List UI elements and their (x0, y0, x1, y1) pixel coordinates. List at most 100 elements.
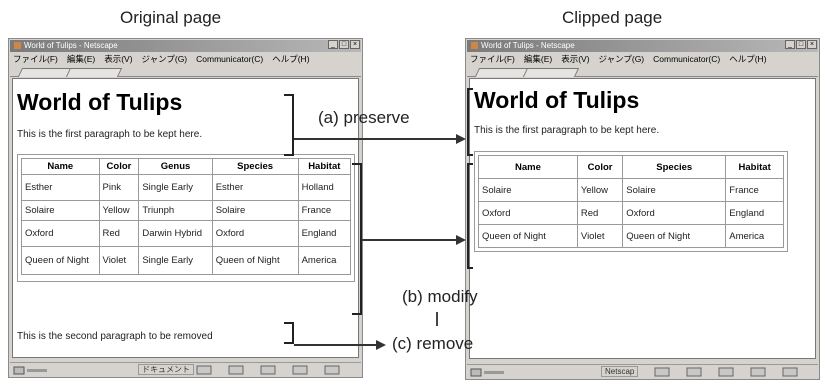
maximize-icon[interactable]: □ (339, 40, 349, 49)
clipped-window-controls: _ □ × (785, 40, 817, 49)
table-row: Queen of Night Violet Queen of Night Ame… (478, 224, 784, 248)
netscape-icon (14, 42, 21, 49)
remove-bracket (284, 322, 294, 344)
table-cell: Solaire (21, 200, 100, 221)
table-cell: Solaire (478, 178, 578, 202)
minimize-icon[interactable]: _ (785, 40, 795, 49)
table-cell: Solaire (622, 178, 727, 202)
table-row: Solaire Yellow Triunph Solaire France (21, 200, 352, 221)
menu-edit[interactable]: 編集(E) (523, 54, 553, 64)
table-row: Esther Pink Single Early Esther Holland (21, 174, 352, 201)
table-cell: Oxford (622, 201, 727, 225)
table-cell: England (297, 220, 352, 247)
clipped-browser-window: World of Tulips - Netscape _ □ × ファイル(F)… (465, 38, 820, 380)
table-row: Queen of Night Violet Single Early Queen… (21, 246, 352, 275)
menu-edit[interactable]: 編集(E) (66, 54, 96, 64)
table-cell: Queen of Night (622, 224, 727, 248)
table-cell: Holland (297, 174, 352, 201)
preserve-arrow-head (456, 134, 466, 144)
table-cell: Pink (98, 174, 140, 201)
table-cell: Yellow (576, 178, 624, 202)
netscape-icon (471, 42, 478, 49)
table-cell: Red (98, 220, 140, 247)
modify-arrow (362, 239, 456, 241)
table-cell: Esther (211, 174, 299, 201)
table-cell: Violet (98, 246, 140, 275)
menu-communicator[interactable]: Communicator(C) (196, 54, 264, 64)
table-cell: Single Early (138, 246, 213, 275)
table-cell: America (725, 224, 784, 248)
original-page-caption: Original page (120, 8, 222, 27)
table-cell: Yellow (98, 200, 140, 221)
table-row: Oxford Red Oxford England (478, 201, 784, 225)
menu-file[interactable]: ファイル(F) (470, 54, 515, 64)
table-cell: Oxford (21, 220, 100, 247)
component-bar-icons[interactable] (653, 367, 808, 377)
menu-help[interactable]: ヘルプ(H) (729, 54, 767, 64)
preserved-target-bracket (467, 88, 473, 156)
original-page-heading: World of Tulips (17, 89, 183, 115)
menu-communicator[interactable]: Communicator(C) (653, 54, 721, 64)
label-connector (436, 312, 438, 326)
col-header-species: Species (622, 155, 727, 179)
menu-help[interactable]: ヘルプ(H) (272, 54, 310, 64)
table-row: Solaire Yellow Solaire France (478, 178, 784, 202)
table-cell: Queen of Night (211, 246, 299, 275)
table-cell: Darwin Hybrid (138, 220, 213, 247)
table-cell: Queen of Night (21, 246, 100, 275)
security-key-icon[interactable] (470, 367, 506, 377)
security-key-icon[interactable] (13, 365, 49, 375)
remove-arrow-head (376, 340, 386, 350)
modify-bracket (352, 163, 362, 315)
clipped-tulip-table: Name Color Species Habitat Solaire Yello… (478, 155, 784, 248)
table-cell: Oxford (211, 220, 299, 247)
close-icon[interactable]: × (350, 40, 360, 49)
component-bar-icons[interactable] (195, 365, 350, 375)
clipped-first-paragraph: This is the first paragraph to be kept h… (474, 125, 660, 136)
original-title-bar: World of Tulips - Netscape (10, 40, 361, 52)
original-page-content: World of Tulips This is the first paragr… (12, 78, 359, 358)
modified-target-bracket (467, 163, 473, 269)
minimize-icon[interactable]: _ (328, 40, 338, 49)
toolbar-tab[interactable] (522, 68, 580, 77)
table-cell: Red (576, 201, 624, 225)
table-cell: England (725, 201, 784, 225)
table-cell: Esther (21, 174, 100, 201)
original-first-paragraph: This is the first paragraph to be kept h… (17, 129, 203, 140)
table-cell: Oxford (478, 201, 578, 225)
clipped-table-frame (474, 151, 788, 252)
close-icon[interactable]: × (807, 40, 817, 49)
preserve-arrow (294, 138, 456, 140)
remove-arrow (294, 344, 376, 346)
clipped-toolbar-strip (467, 66, 818, 77)
clipped-page-content: World of Tulips This is the first paragr… (469, 78, 816, 359)
col-header-habitat: Habitat (725, 155, 784, 179)
menu-go[interactable]: ジャンプ(G) (141, 54, 188, 64)
menu-view[interactable]: 表示(V) (561, 54, 590, 64)
col-header-name: Name (21, 158, 100, 175)
table-cell: Queen of Night (478, 224, 578, 248)
table-row: Oxford Red Darwin Hybrid Oxford England (21, 220, 352, 247)
original-menu-bar: ファイル(F) 編集(E) 表示(V) ジャンプ(G) Communicator… (10, 53, 361, 66)
remove-label: (c) remove (392, 334, 474, 353)
col-header-color: Color (576, 155, 624, 179)
toolbar-tab[interactable] (65, 68, 123, 77)
clipped-page-caption: Clipped page (562, 8, 663, 27)
original-window-controls: _ □ × (328, 40, 360, 49)
menu-go[interactable]: ジャンプ(G) (598, 54, 645, 64)
modify-arrow-head (456, 235, 466, 245)
menu-file[interactable]: ファイル(F) (13, 54, 58, 64)
menu-view[interactable]: 表示(V) (104, 54, 133, 64)
clipped-page-heading: World of Tulips (474, 87, 640, 113)
table-cell: Violet (576, 224, 624, 248)
table-cell: America (297, 246, 352, 275)
table-cell: France (725, 178, 784, 202)
original-tulip-table: Name Color Genus Species Habitat Esther … (21, 158, 352, 275)
clipped-title-bar: World of Tulips - Netscape (467, 40, 818, 52)
maximize-icon[interactable]: □ (796, 40, 806, 49)
original-browser-window: World of Tulips - Netscape _ □ × ファイル(F)… (8, 38, 363, 378)
clipped-status-bar: Netscap (467, 364, 818, 378)
original-status-bar: ドキュメント (10, 362, 361, 376)
table-header-row: Name Color Species Habitat (478, 155, 784, 179)
col-header-habitat: Habitat (297, 158, 352, 175)
